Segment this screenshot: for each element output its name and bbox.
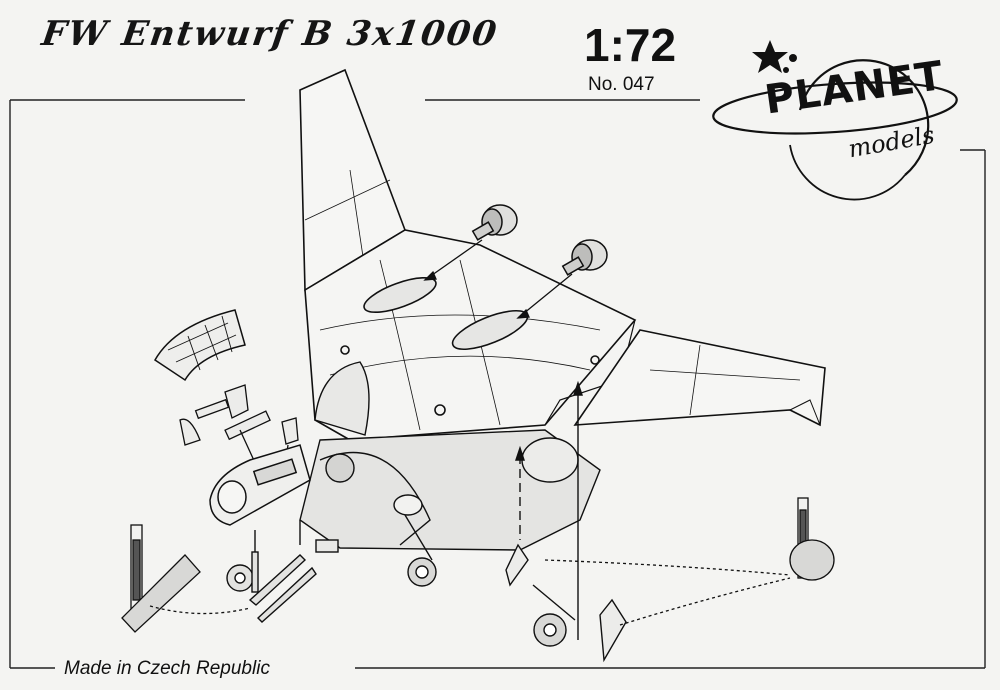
nose-section xyxy=(209,444,311,526)
stars-icon xyxy=(752,40,797,73)
lower-fuselage xyxy=(299,429,601,551)
detail-inset-right xyxy=(544,497,835,626)
planet-logo-graphic xyxy=(712,59,958,201)
main-gear-right xyxy=(505,380,627,663)
canopy-part xyxy=(154,309,246,382)
wing-fuselage xyxy=(304,229,637,441)
jet-engine-right xyxy=(561,239,608,276)
cockpit-parts xyxy=(179,384,299,479)
detail-inset-left xyxy=(121,524,251,633)
origin-label: Made in Czech Republic xyxy=(64,658,270,679)
engine-arrows xyxy=(423,239,573,319)
jet-engine-left xyxy=(471,204,518,241)
scale-label: 1:72 xyxy=(584,19,677,71)
frame-border xyxy=(9,99,986,669)
nose-gear xyxy=(226,530,317,623)
kit-title: FW Entwurf B 3x1000 xyxy=(39,14,501,54)
right-wing xyxy=(573,329,826,427)
kit-number: No. 047 xyxy=(588,74,655,95)
main-gear-left xyxy=(299,514,437,587)
